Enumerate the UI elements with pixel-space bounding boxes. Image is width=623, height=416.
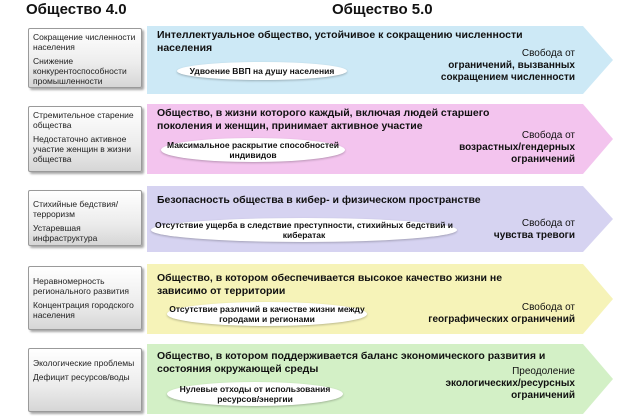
target-pill: Отсутствие ущерба в следствие преступнос… <box>151 218 457 242</box>
freedom-intro: Преодоление <box>512 366 575 377</box>
solution-arrow: Безопасность общества в кибер- и физичес… <box>147 184 615 254</box>
freedom-intro: Свобода от <box>521 48 575 59</box>
target-pill: Максимальное раскрытие способностей инди… <box>161 138 345 162</box>
solution-arrow: Общество, в котором обеспечивается высок… <box>147 262 615 336</box>
society-5-header: Общество 5.0 <box>332 1 433 18</box>
problem-box: Экологические проблемы Дефицит ресурсов/… <box>28 348 142 412</box>
freedom-intro: Свобода от <box>521 130 575 141</box>
problem-item: Сокращение численности населения <box>33 32 136 52</box>
solution-arrow: Общество, в котором поддерживается балан… <box>147 342 615 416</box>
row-safety: Стихийные бедствия/терроризм Устаревшая … <box>0 184 623 254</box>
freedom-bold: географических ограничений <box>428 314 575 325</box>
freedom-text: Свобода от ограничений, вызванных сокращ… <box>415 48 575 84</box>
freedom-intro: Свобода от <box>521 218 575 229</box>
problem-box: Сокращение численности населения Снижени… <box>28 28 142 88</box>
problem-box: Стихийные бедствия/терроризм Устаревшая … <box>28 190 142 246</box>
problem-item: Дефицит ресурсов/воды <box>33 372 130 382</box>
problem-item: Стремительное старение общества <box>33 110 134 130</box>
main-goal: Общество, в котором поддерживается балан… <box>157 350 546 375</box>
main-goal: Общество, в котором обеспечивается высок… <box>157 272 503 297</box>
problem-item: Недостаточно активное участие женщин в ж… <box>33 134 131 164</box>
freedom-text: Преодоление экологических/ресурсных огра… <box>435 366 575 402</box>
row-environment: Экологические проблемы Дефицит ресурсов/… <box>0 342 623 416</box>
problem-box: Неравномерность регионального развития К… <box>28 266 142 330</box>
problem-item: Снижение конкурентоспособности промышлен… <box>33 56 127 86</box>
main-goal: Интеллектуальное общество, устойчивое к … <box>157 29 523 54</box>
problem-item: Экологические проблемы <box>33 358 135 368</box>
target-pill: Удвоение ВВП на душу населения <box>177 62 347 80</box>
target-pill: Нулевые отходы от использования ресурсов… <box>167 382 343 406</box>
freedom-bold: ограничений, вызванных сокращением числе… <box>440 60 575 83</box>
solution-arrow: Интеллектуальное общество, устойчивое к … <box>147 24 615 96</box>
problem-item: Концентрация городского населения <box>33 300 134 320</box>
main-goal: Безопасность общества в кибер- и физичес… <box>157 194 481 206</box>
row-aging: Стремительное старение общества Недостат… <box>0 102 623 176</box>
problem-item: Неравномерность регионального развития <box>33 276 130 296</box>
problem-box: Стремительное старение общества Недостат… <box>28 106 142 172</box>
freedom-bold: возрастных/гендерных ограничений <box>459 142 575 165</box>
freedom-bold: экологических/ресурсных ограничений <box>445 378 575 401</box>
main-goal: Общество, в жизни которого каждый, включ… <box>157 107 490 132</box>
row-population: Сокращение численности населения Снижени… <box>0 24 623 96</box>
row-regional: Неравномерность регионального развития К… <box>0 262 623 336</box>
freedom-text: Свобода от географических ограничений <box>415 302 575 326</box>
freedom-text: Свобода от возрастных/гендерных ограниче… <box>415 130 575 166</box>
freedom-bold: чувства тревоги <box>493 230 575 241</box>
target-pill: Отсутствие различий в качестве жизни меж… <box>167 302 367 326</box>
society-4-header: Общество 4.0 <box>26 1 127 18</box>
freedom-text: Свобода от чувства тревоги <box>435 218 575 242</box>
freedom-intro: Свобода от <box>521 302 575 313</box>
problem-item: Устаревшая инфраструктура <box>33 223 98 243</box>
solution-arrow: Общество, в жизни которого каждый, включ… <box>147 102 615 176</box>
problem-item: Стихийные бедствия/терроризм <box>33 199 119 219</box>
